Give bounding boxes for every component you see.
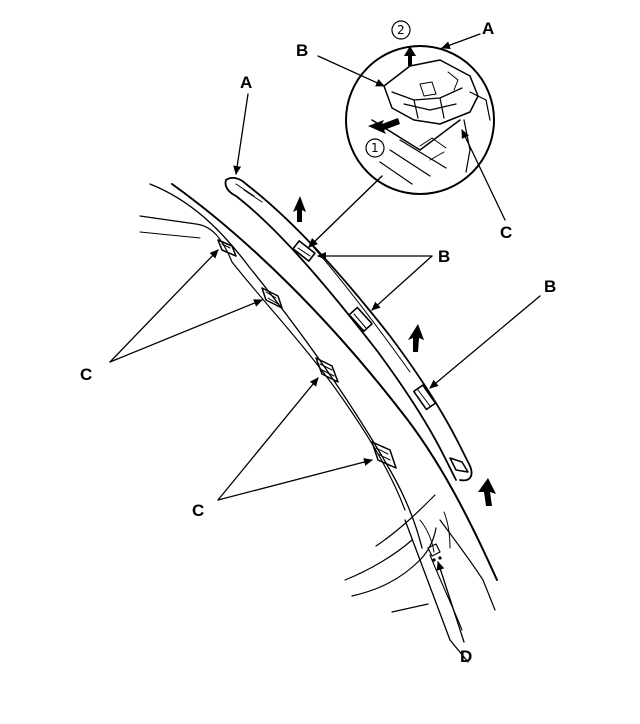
detail-circle xyxy=(345,45,495,195)
fastener-b3 xyxy=(412,384,437,411)
clip-c4 xyxy=(371,441,397,469)
fastener-b2 xyxy=(348,306,373,332)
label-c-upper: C xyxy=(80,365,92,384)
removal-arrows xyxy=(293,196,496,506)
detail-leader-line xyxy=(307,175,383,249)
label-b-right: B xyxy=(544,277,556,296)
lift-arrow-upper xyxy=(293,196,306,222)
label-c-detail: C xyxy=(500,223,512,242)
step2-number: 2 xyxy=(397,23,405,37)
fastener-b1 xyxy=(292,240,316,262)
roof-molding-a xyxy=(224,177,473,482)
label-a-top-right: A xyxy=(482,19,494,38)
press-arrow-step1 xyxy=(368,118,400,134)
label-b-detail: B xyxy=(296,41,308,60)
clip-c3 xyxy=(315,357,339,383)
lift-arrow-middle xyxy=(408,324,424,352)
label-c-lower: C xyxy=(192,501,204,520)
leader-lines xyxy=(109,33,541,643)
label-d: D xyxy=(460,647,472,666)
label-b-upper: B xyxy=(438,247,450,266)
detail-view xyxy=(345,20,495,195)
lift-arrow-lower xyxy=(478,478,496,506)
molding-fasteners xyxy=(292,240,437,411)
push-arrow-step2 xyxy=(404,46,416,66)
clip-c2 xyxy=(261,287,283,309)
part-d xyxy=(427,543,442,562)
step2-circle xyxy=(391,20,411,40)
clip-c1 xyxy=(217,239,237,257)
retaining-clips xyxy=(217,239,397,469)
step1-circle xyxy=(365,138,385,158)
step1-number: 1 xyxy=(371,141,379,155)
label-a-left: A xyxy=(240,73,252,92)
vehicle-body-outline xyxy=(139,183,498,663)
